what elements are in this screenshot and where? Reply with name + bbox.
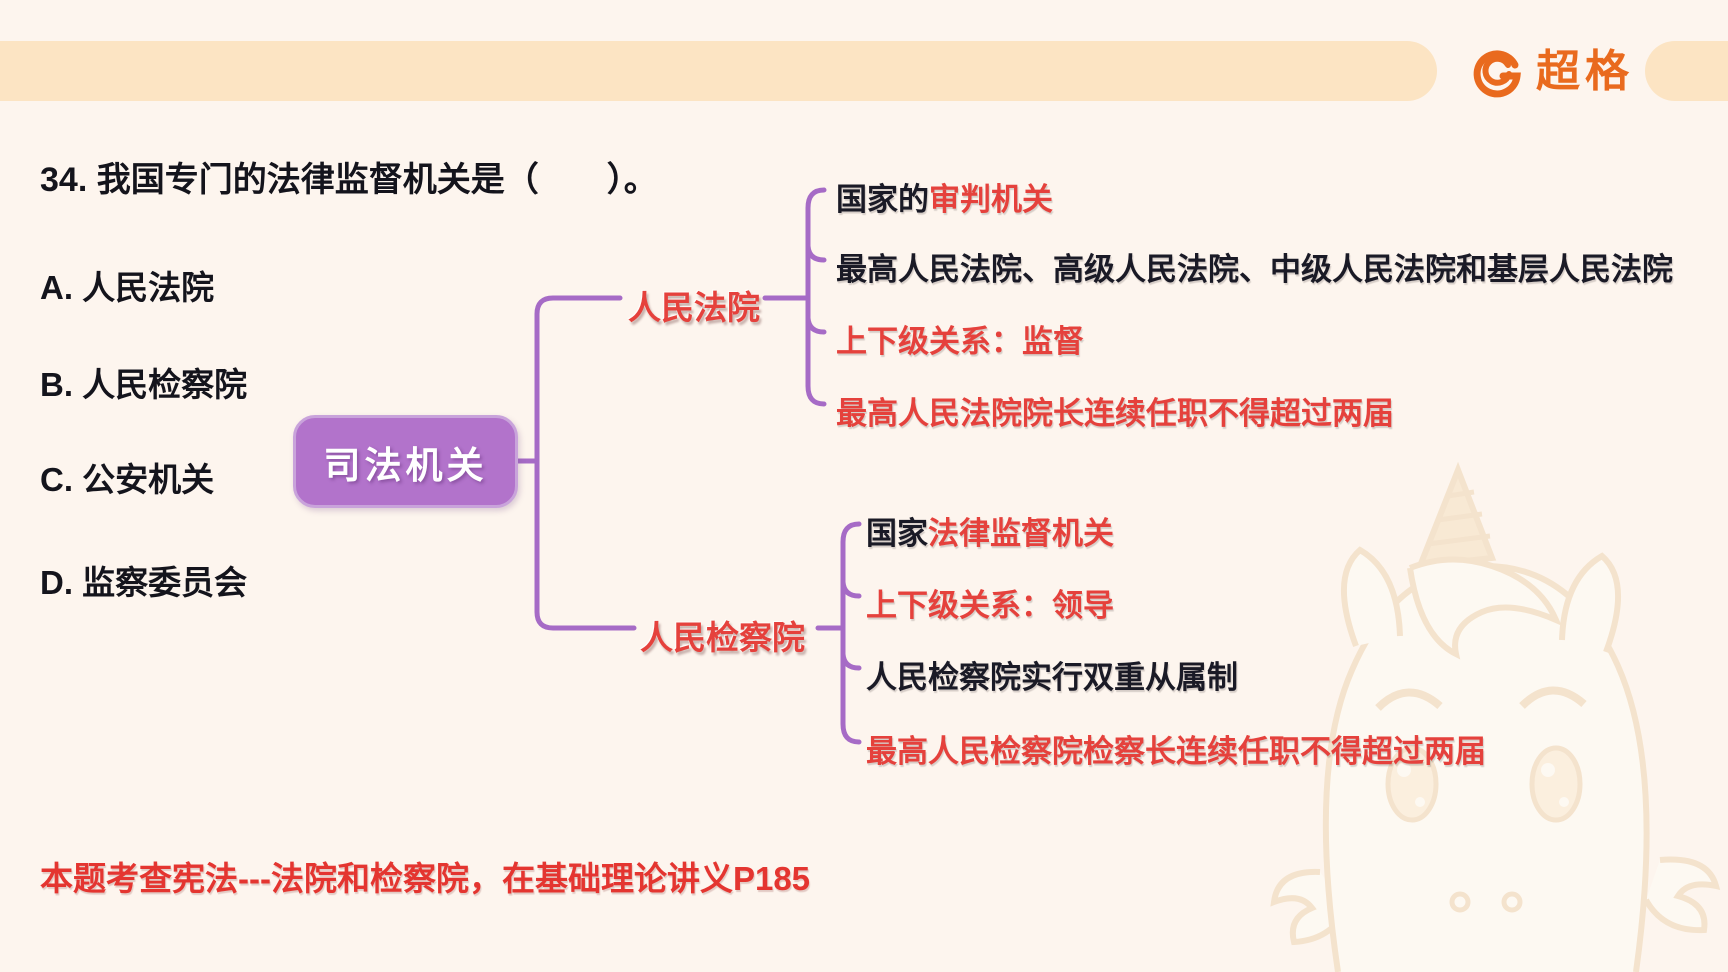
option-b: B. 人民检察院 (40, 366, 248, 403)
row-text-segment: 最高人民检察院检察长连续任职不得超过两届 (866, 734, 1486, 769)
court-child-row: 最高人民法院院长连续任职不得超过两届 (836, 388, 1394, 433)
court-hook-2 (805, 243, 827, 263)
branch-label-court: 人民法院 (628, 289, 760, 326)
chaoge-g-icon (1472, 46, 1524, 98)
header-band-right (1645, 41, 1728, 101)
row-text-segment: 国家 (866, 516, 928, 551)
court-child-row: 国家的审判机关 (836, 174, 1053, 219)
row-text-segment: 审判机关 (929, 182, 1053, 217)
procuratorate-child-row: 国家法律监督机关 (866, 508, 1114, 553)
procuratorate-child-row: 最高人民检察院检察长连续任职不得超过两届 (866, 726, 1486, 771)
branch-label-procuratorate: 人民检察院 (640, 619, 805, 656)
option-c: C. 公安机关 (40, 461, 215, 498)
proc-hook-2 (840, 579, 862, 599)
root-node-judicial-organs: 司法机关 (293, 415, 518, 508)
row-text-segment: 最高人民法院院长连续任职不得超过两届 (836, 396, 1394, 431)
header-band-left (0, 41, 1437, 101)
question-text: 34. 我国专门的法律监督机关是（ ）。 (40, 161, 658, 199)
court-child-row: 上下级关系：监督 (836, 316, 1084, 361)
row-text-segment: 上下级关系：领导 (866, 588, 1114, 623)
unicorn-mascot-watermark (1270, 461, 1721, 972)
exam-point-note: 本题考查宪法---法院和检察院，在基础理论讲义P185 (40, 860, 811, 897)
court-bracket (805, 187, 827, 407)
brand-logo: 超格 (1472, 44, 1634, 100)
main-bracket (534, 295, 637, 631)
row-text-segment: 人民检察院实行双重从属制 (866, 660, 1238, 695)
court-child-row: 最高人民法院、高级人民法院、中级人民法院和基层人民法院 (836, 244, 1673, 289)
procuratorate-child-row: 上下级关系：领导 (866, 580, 1114, 625)
court-hook-3 (805, 315, 827, 335)
option-a: A. 人民法院 (40, 269, 215, 306)
row-text-segment: 最高人民法院、高级人民法院、中级人民法院和基层人民法院 (836, 252, 1673, 287)
procuratorate-child-row: 人民检察院实行双重从属制 (866, 652, 1238, 697)
row-text-segment: 上下级关系：监督 (836, 324, 1084, 359)
proc-bracket (840, 521, 862, 745)
option-d: D. 监察委员会 (40, 564, 248, 601)
row-text-segment: 法律监督机关 (928, 516, 1114, 551)
row-text-segment: 国家的 (836, 182, 929, 217)
proc-hook-3 (840, 651, 862, 671)
brand-name: 超格 (1536, 47, 1634, 96)
